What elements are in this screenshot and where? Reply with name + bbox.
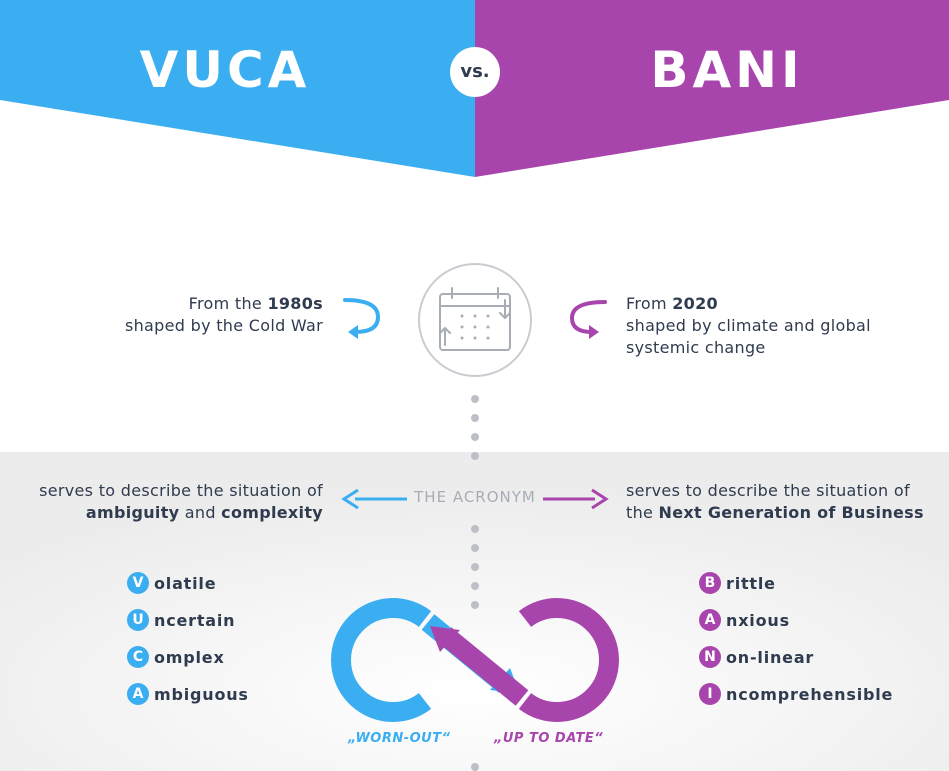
bani-origin-context-2: systemic change — [626, 338, 766, 357]
vuca-letter-badge: V — [127, 572, 149, 594]
vuca-description: serves to describe the situation of ambi… — [10, 480, 323, 524]
bani-curved-arrow-icon — [569, 300, 607, 334]
vuca-origin: From the 1980s shaped by the Cold War — [60, 293, 323, 337]
vuca-description-ambiguity: ambiguity — [85, 503, 180, 522]
bani-letter-badge: N — [699, 646, 721, 668]
bani-origin-context-1: shaped by climate and global — [626, 316, 871, 335]
acronym-right-arrow-icon — [543, 488, 609, 510]
vuca-item-ambiguous: A mbiguous — [127, 682, 249, 706]
acronym-label: THE ACRONYM — [414, 488, 536, 506]
vuca-description-line1: serves to describe the situation of — [39, 481, 323, 500]
calendar-icon — [439, 287, 511, 351]
vuca-origin-prefix: From the — [188, 294, 268, 313]
vuca-description-and: and — [179, 503, 222, 522]
bani-item-brittle: B rittle — [699, 571, 776, 595]
vuca-item-volatile: V olatile — [127, 571, 216, 595]
vuca-word: ncertain — [154, 610, 236, 630]
vs-label: vs. — [460, 61, 490, 82]
worn-out-label: „WORN-OUT“ — [348, 731, 451, 746]
vuca-origin-year: 1980s — [267, 294, 323, 313]
bani-origin-prefix: From — [626, 294, 673, 313]
vuca-letter-badge: U — [127, 609, 149, 631]
bani-letter-badge: A — [699, 609, 721, 631]
bani-item-incomprehensible: I ncomprehensible — [699, 682, 893, 706]
vuca-word: mbiguous — [154, 684, 249, 704]
bani-word: rittle — [726, 573, 776, 593]
bani-header-banner — [475, 0, 949, 177]
vuca-curved-arrow-icon — [343, 298, 381, 334]
up-to-date-label: „UP TO DATE“ — [494, 731, 604, 746]
bani-word: nxious — [726, 610, 790, 630]
vuca-header-banner — [0, 0, 475, 177]
vuca-description-complexity: complexity — [221, 503, 323, 522]
lower-panel — [0, 452, 949, 771]
vuca-title: VUCA — [139, 41, 311, 99]
calendar-dots — [460, 314, 490, 340]
bani-description-line1: serves to describe the situation of — [626, 481, 910, 500]
bani-origin-year: 2020 — [672, 294, 718, 313]
calendar-circle — [418, 263, 532, 377]
vuca-origin-context: shaped by the Cold War — [124, 316, 323, 335]
bani-item-non-linear: N on-linear — [699, 645, 814, 669]
bani-letter-badge: B — [699, 572, 721, 594]
vuca-word: olatile — [154, 573, 217, 593]
vuca-letter-badge: A — [127, 683, 149, 705]
bani-title: BANI — [650, 41, 804, 99]
bani-description-next-generation: Next Generation of Business — [658, 503, 924, 522]
bani-word: ncomprehensible — [726, 684, 894, 704]
vuca-item-uncertain: U ncertain — [127, 608, 235, 632]
vuca-item-complex: C omplex — [127, 645, 225, 669]
bani-description-prefix: the — [626, 503, 659, 522]
infinity-icon — [331, 598, 619, 722]
bani-item-anxious: A nxious — [699, 608, 790, 632]
bani-letter-badge: I — [699, 683, 721, 705]
bani-word: on-linear — [726, 647, 815, 667]
vuca-word: omplex — [154, 647, 225, 667]
bani-origin: From 2020 shaped by climate and global s… — [626, 293, 926, 359]
vs-circle — [450, 47, 500, 97]
bani-description: serves to describe the situation of the … — [626, 480, 946, 524]
dotted-connector — [471, 395, 479, 771]
acronym-left-arrow-icon — [341, 488, 407, 510]
vuca-letter-badge: C — [127, 646, 149, 668]
